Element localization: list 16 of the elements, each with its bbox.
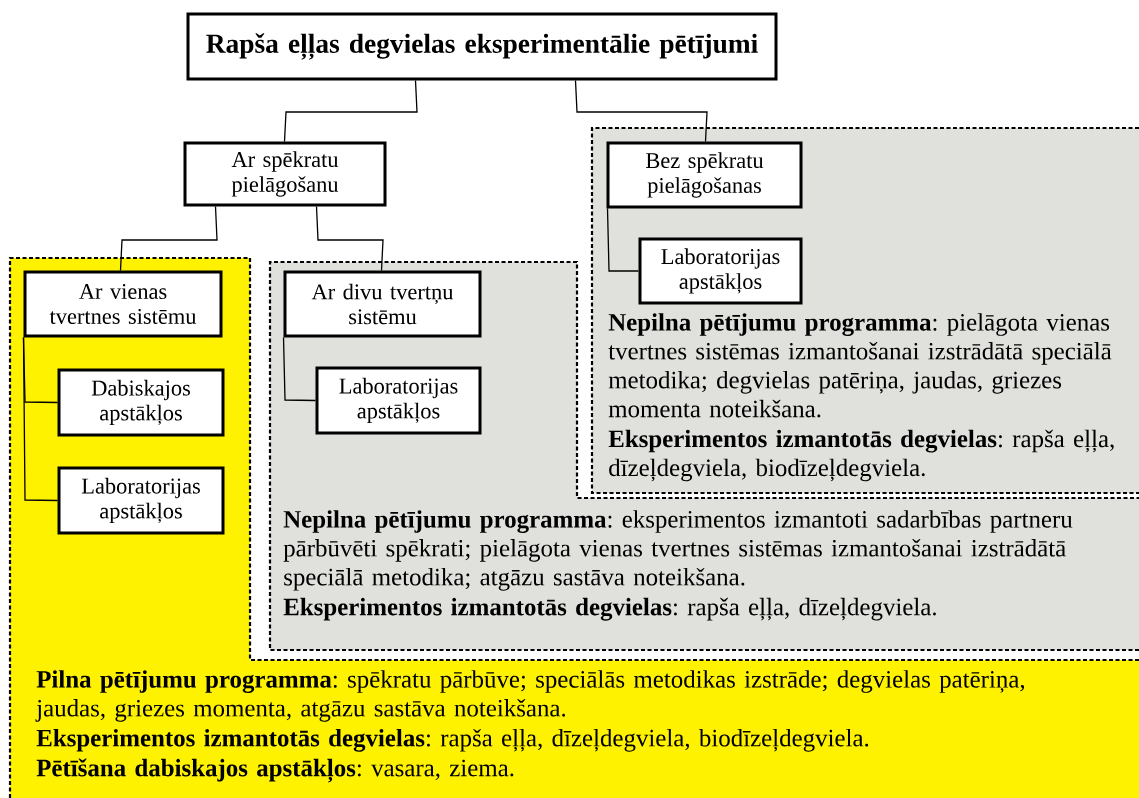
category-box: Bez spēkratu pielāgošanas [606, 141, 803, 209]
connector-line [282, 336, 317, 402]
connector-line [574, 79, 708, 143]
connector-line [283, 79, 418, 143]
connector-line [606, 207, 640, 272]
category-box: Laboratorijas apstākļos [315, 366, 482, 435]
category-box: Ar spēkratu pielāgošanu [183, 141, 387, 207]
category-box: Dabiskajos apstākļos [57, 368, 225, 437]
category-box: Laboratorijas apstākļos [57, 466, 225, 535]
category-box: Laboratorijas apstākļos [638, 237, 803, 305]
connector-line [22, 336, 59, 502]
title-box: Rapša eļļas degvielas eksperimentālie pētījumi [186, 12, 778, 81]
category-box: Ar vienas tvertnes sistēmu [23, 270, 223, 338]
connector-line [315, 205, 384, 272]
category-box: Ar divu tvertņu sistēmu [283, 270, 482, 338]
connector-line [119, 205, 218, 272]
